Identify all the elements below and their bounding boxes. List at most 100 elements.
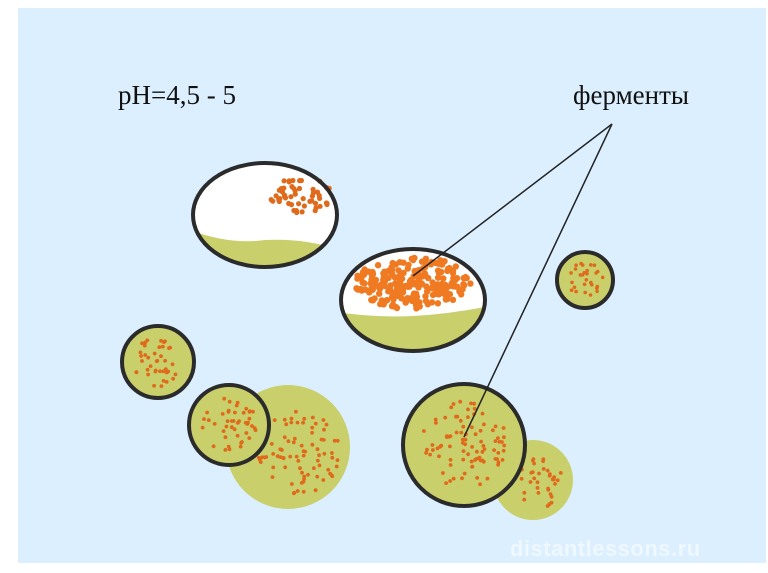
- enzyme-dot: [461, 425, 465, 429]
- enzyme-dot: [271, 452, 275, 456]
- enzyme-dot: [316, 459, 320, 463]
- enzyme-dot: [542, 467, 546, 471]
- enzyme-dot: [481, 412, 485, 416]
- enzyme-dot: [440, 275, 446, 281]
- enzyme-dot: [573, 286, 577, 290]
- enzyme-dot: [585, 278, 589, 282]
- enzyme-dot: [228, 447, 232, 451]
- enzyme-dot: [282, 178, 287, 183]
- enzyme-dot: [536, 486, 540, 490]
- enzyme-dot: [289, 202, 294, 207]
- enzyme-dot: [143, 353, 147, 357]
- enzyme-dot: [270, 442, 274, 446]
- enzyme-dot: [449, 463, 453, 467]
- enzyme-dot: [222, 397, 226, 401]
- enzyme-dot: [470, 460, 474, 464]
- enzyme-dot: [233, 427, 237, 431]
- enzyme-dot: [326, 468, 330, 472]
- enzyme-dot: [546, 488, 550, 492]
- enzyme-dot: [336, 458, 340, 462]
- enzyme-dot: [502, 426, 506, 430]
- enzyme-dot: [471, 465, 475, 469]
- enzyme-dot: [283, 465, 287, 469]
- enzyme-dot: [531, 470, 535, 474]
- enzyme-dot: [385, 268, 391, 274]
- enzyme-dot: [293, 437, 297, 441]
- enzyme-dot: [245, 431, 249, 435]
- enzyme-dot: [455, 431, 459, 435]
- enzyme-dot: [167, 346, 171, 350]
- enzyme-dot: [317, 453, 321, 457]
- enzyme-dot: [302, 454, 306, 458]
- enzyme-dot: [318, 464, 322, 468]
- enzyme-dot: [494, 425, 498, 429]
- enzyme-dot: [449, 406, 453, 410]
- enzyme-dot: [459, 286, 465, 292]
- enzyme-dot: [212, 444, 216, 448]
- enzyme-dot: [595, 290, 599, 294]
- enzyme-dot: [290, 482, 294, 486]
- enzyme-dot: [171, 377, 175, 381]
- enzyme-dot: [157, 345, 161, 349]
- enzyme-dot: [152, 384, 156, 388]
- enzyme-dot: [290, 417, 294, 421]
- enzyme-dot: [306, 473, 310, 477]
- enzyme-dot: [470, 445, 474, 449]
- enzyme-dot: [153, 352, 157, 356]
- enzyme-dot: [438, 445, 442, 449]
- enzyme-dot: [296, 489, 300, 493]
- enzyme-dot: [574, 263, 578, 267]
- enzyme-dot: [541, 457, 545, 461]
- enzyme-dot: [140, 359, 144, 363]
- enzyme-dot: [300, 209, 305, 214]
- enzyme-dot: [244, 407, 248, 411]
- enzyme-dot: [529, 480, 533, 484]
- enzyme-dot: [501, 458, 505, 462]
- enzyme-dot: [425, 301, 431, 307]
- enzyme-dot: [596, 270, 600, 274]
- enzyme-dot: [548, 472, 552, 476]
- enzyme-dot: [590, 283, 594, 287]
- enzyme-dot: [464, 275, 470, 281]
- enzyme-dot: [491, 428, 495, 432]
- enzyme-dot: [239, 445, 243, 449]
- enzyme-dot: [372, 283, 378, 289]
- enzyme-dot: [463, 472, 467, 476]
- vesicle-small-right: [557, 252, 613, 308]
- enzyme-dot: [536, 480, 540, 484]
- enzyme-dot: [165, 371, 169, 375]
- enzyme-dot: [300, 471, 304, 475]
- enzyme-dot: [466, 408, 470, 412]
- enzyme-dot: [371, 295, 377, 301]
- enzyme-dot: [502, 449, 506, 453]
- enzyme-dot: [447, 291, 453, 297]
- enzyme-dot: [292, 441, 296, 445]
- enzyme-dot: [314, 488, 318, 492]
- enzyme-dot: [520, 477, 524, 481]
- enzyme-dot: [289, 421, 293, 425]
- enzyme-dot: [146, 373, 150, 377]
- enzyme-dot: [159, 354, 163, 358]
- enzyme-dot: [303, 450, 307, 454]
- enzyme-dot: [301, 421, 305, 425]
- enzyme-dot: [400, 270, 406, 276]
- enzyme-dot: [271, 475, 275, 479]
- enzyme-dot: [381, 275, 387, 281]
- enzyme-dot: [139, 351, 143, 355]
- enzyme-dot: [280, 448, 284, 452]
- enzyme-dot: [531, 459, 535, 463]
- enzyme-dot: [390, 296, 396, 302]
- enzyme-dot: [288, 455, 292, 459]
- enzyme-dot: [397, 293, 403, 299]
- enzyme-dot: [310, 431, 314, 435]
- enzyme-dot: [279, 186, 284, 191]
- enzyme-dot: [382, 298, 388, 304]
- enzyme-dot: [302, 417, 306, 421]
- enzyme-dot: [251, 410, 255, 414]
- enzyme-dot: [570, 281, 574, 285]
- enzyme-dot: [479, 440, 483, 444]
- enzyme-dot: [224, 435, 228, 439]
- enzyme-dot: [227, 410, 231, 414]
- enzyme-dot: [161, 345, 165, 349]
- enzyme-dot: [269, 197, 274, 202]
